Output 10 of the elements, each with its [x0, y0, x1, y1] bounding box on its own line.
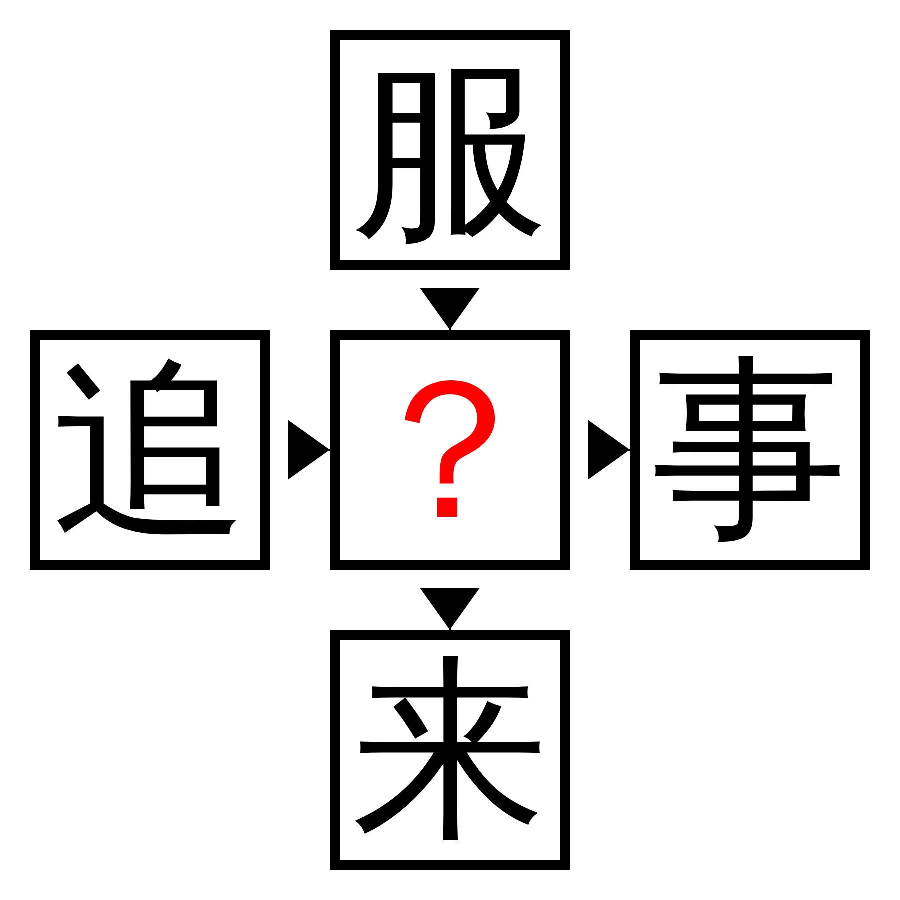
- answer-box: [330, 330, 570, 570]
- character-box: [330, 630, 570, 870]
- character-box: [30, 330, 270, 570]
- character-box: [630, 330, 870, 570]
- question-mark: ？: [352, 352, 548, 548]
- character: 追: [52, 352, 248, 548]
- character: 来: [352, 652, 548, 848]
- character: 事: [652, 352, 848, 548]
- character: 服: [352, 52, 548, 248]
- character-box: [330, 30, 570, 270]
